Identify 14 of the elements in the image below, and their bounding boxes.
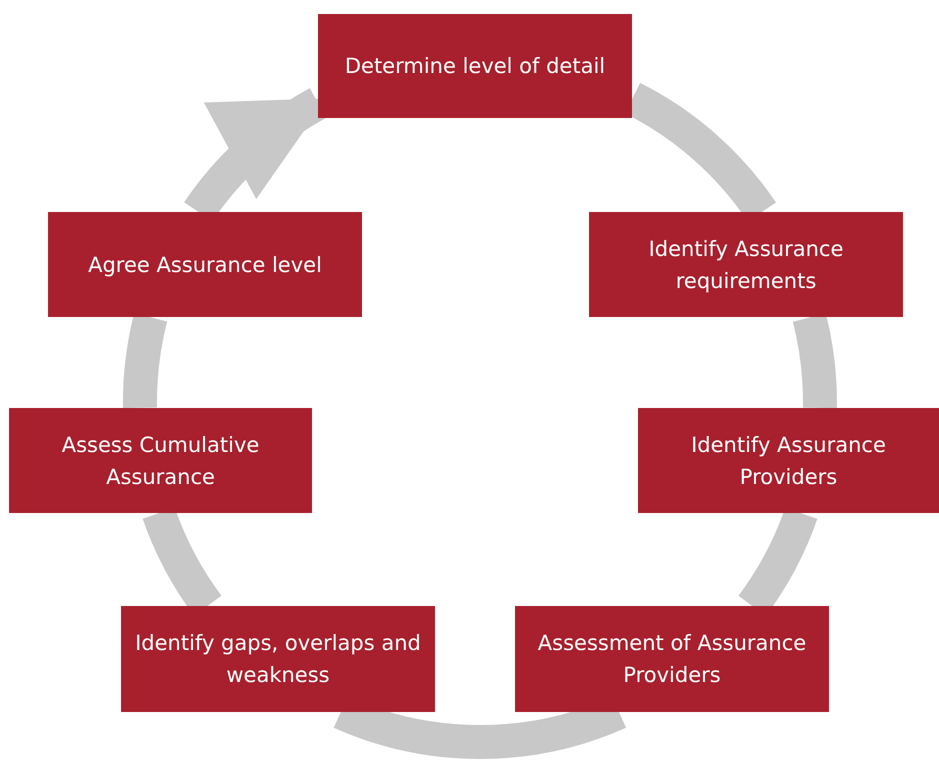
step-label: Agree Assurance level bbox=[88, 252, 322, 278]
step-box bbox=[589, 212, 903, 317]
step-box bbox=[48, 212, 362, 317]
step-box bbox=[318, 14, 632, 118]
step-box bbox=[515, 606, 829, 712]
step-label: Identify Assurance Providers bbox=[690, 432, 887, 490]
step-box bbox=[9, 408, 312, 513]
step-label: Assessment of Assurance Providers bbox=[536, 630, 808, 689]
step-label: Assess Cumulative Assurance bbox=[60, 432, 260, 490]
step-label: Identify Assurance requirements bbox=[648, 236, 844, 294]
step-label: Determine level of detail bbox=[344, 53, 606, 80]
step-box bbox=[638, 408, 939, 513]
step-box bbox=[121, 606, 435, 712]
step-label: Identify gaps, overlaps and weakness bbox=[135, 630, 421, 689]
